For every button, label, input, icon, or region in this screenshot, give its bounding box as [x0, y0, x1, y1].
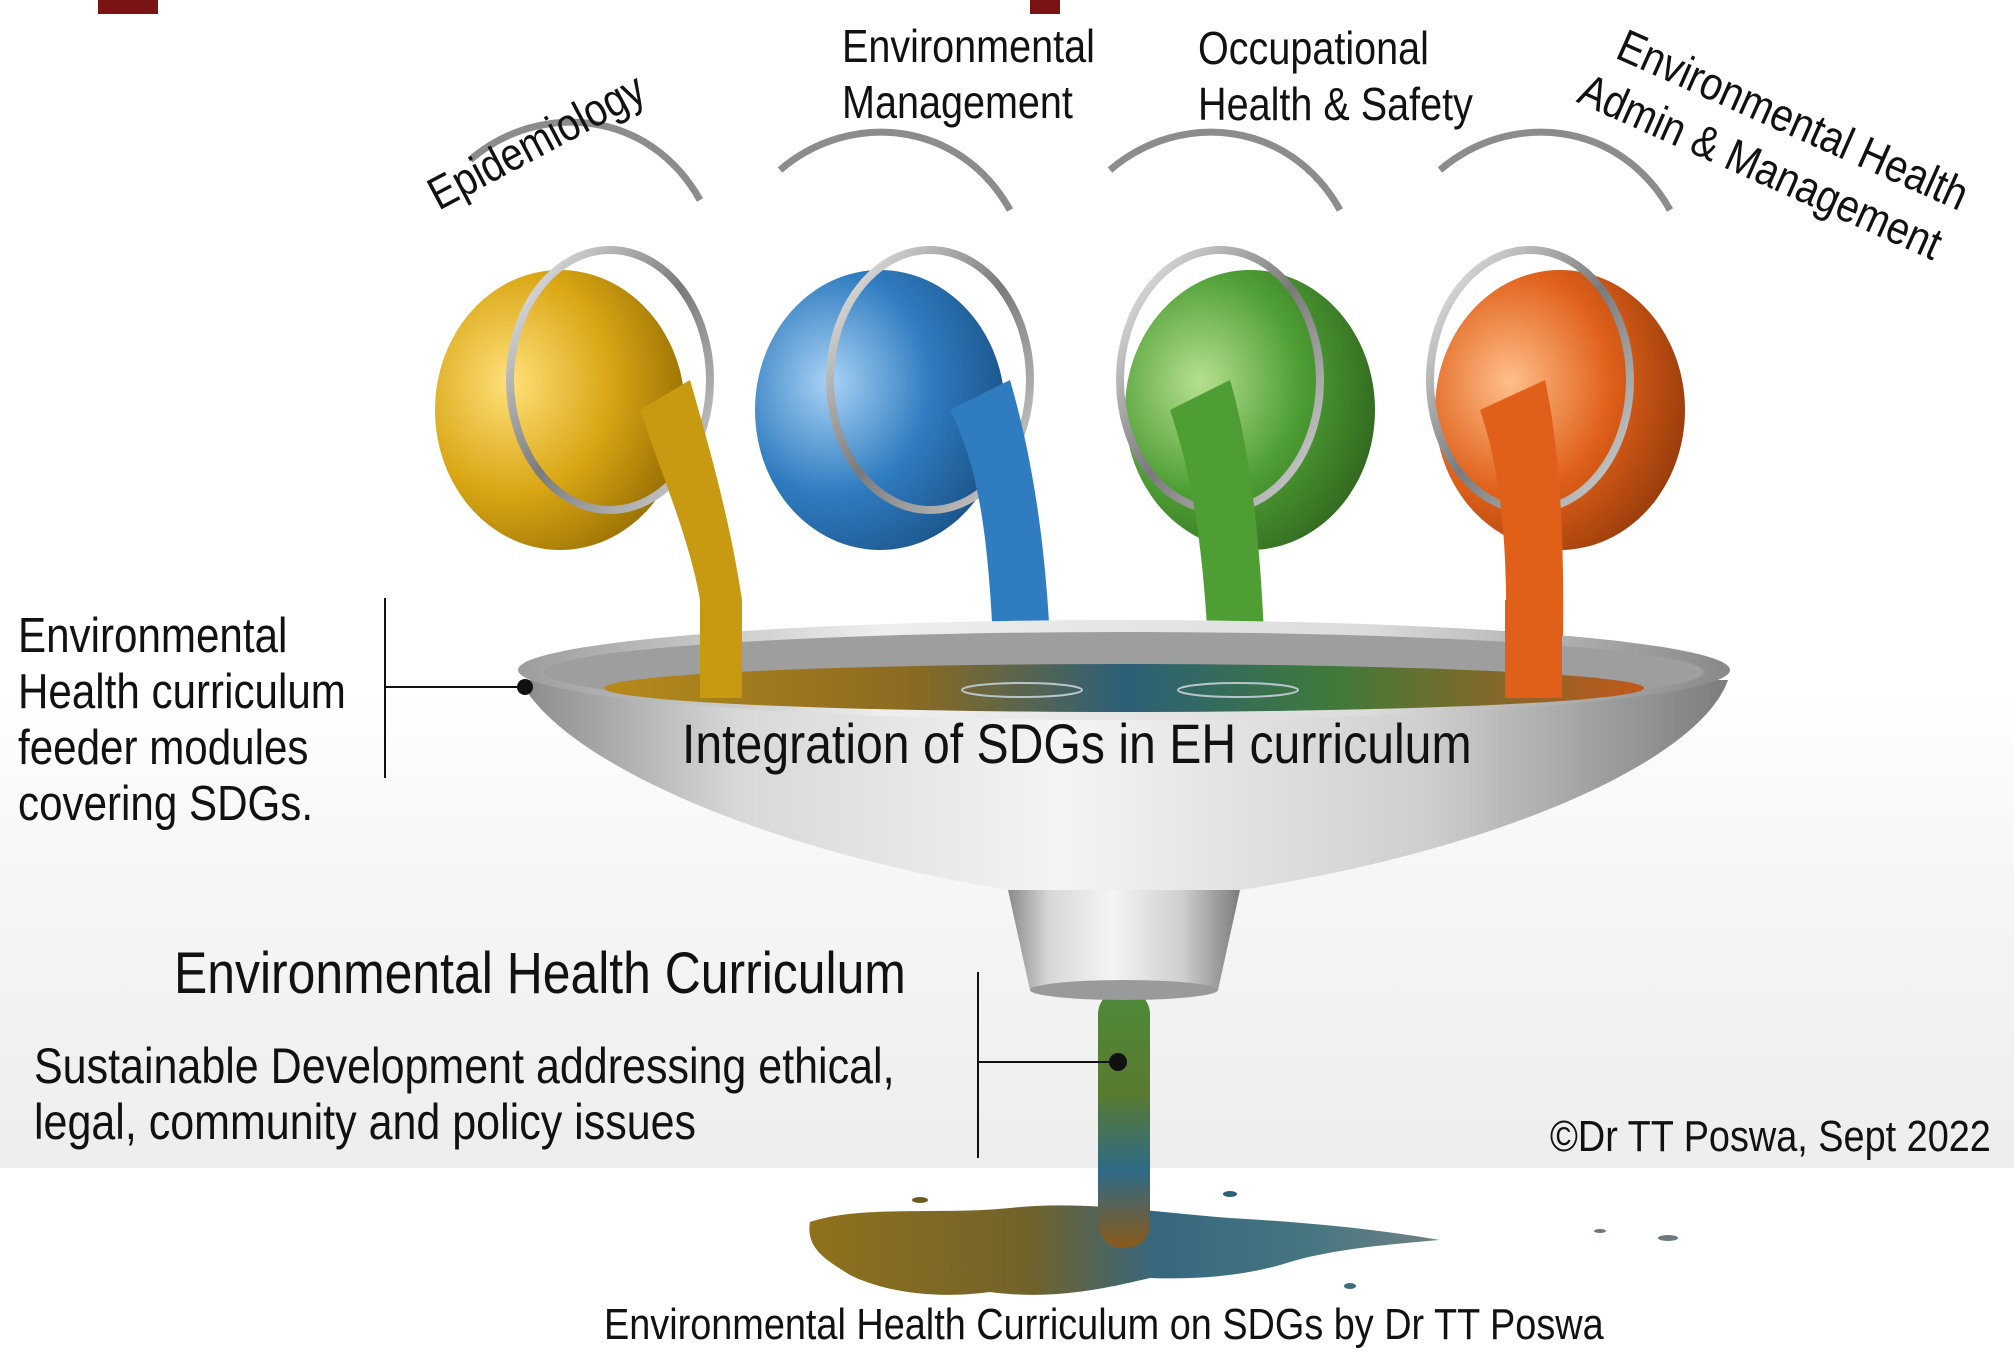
- label-environmental-management: Environmental Management: [842, 18, 1095, 130]
- bucket-blue: [755, 128, 1052, 690]
- label-occupational-health-safety: Occupational Health & Safety: [1198, 20, 1473, 132]
- stream-orange: [1505, 600, 1562, 698]
- bucket-yellow: [435, 118, 742, 600]
- bucket-orange: [1426, 128, 1685, 690]
- title-fragment-right: [1030, 0, 1060, 14]
- curriculum-title: Environmental Health Curriculum: [174, 941, 906, 1006]
- label-environmental-management-line1: Environmental: [842, 20, 1095, 72]
- curriculum-note: Sustainable Development addressing ethic…: [34, 1038, 895, 1150]
- curriculum-note-line2: legal, community and policy issues: [34, 1094, 697, 1150]
- feeder-note-line2: Health curriculum: [18, 665, 346, 719]
- label-environmental-management-line2: Management: [842, 76, 1073, 128]
- footer-caption: Environmental Health Curriculum on SDGs …: [604, 1300, 1604, 1349]
- stream-yellow: [700, 600, 742, 698]
- output-stream: [1098, 990, 1150, 1248]
- curriculum-note-line1: Sustainable Development addressing ethic…: [34, 1038, 895, 1094]
- label-occupational-health-safety-line2: Health & Safety: [1198, 78, 1473, 130]
- funnel: [518, 620, 1730, 1000]
- callout-lines: [384, 598, 1127, 1158]
- paint-splat: [809, 1191, 1678, 1295]
- feeder-note-line3: feeder modules: [18, 721, 309, 775]
- feeder-note-line4: covering SDGs.: [18, 777, 314, 831]
- title-fragment-left: [98, 0, 158, 14]
- feeder-modules-note: Environmental Health curriculum feeder m…: [18, 608, 346, 832]
- ripples: [961, 682, 1299, 698]
- copyright-text: ©Dr TT Poswa, Sept 2022: [1550, 1112, 1991, 1161]
- bucket-green: [1107, 128, 1375, 690]
- label-occupational-health-safety-line1: Occupational: [1198, 22, 1429, 74]
- feeder-note-line1: Environmental: [18, 609, 288, 663]
- funnel-caption: Integration of SDGs in EH curriculum: [682, 712, 1472, 775]
